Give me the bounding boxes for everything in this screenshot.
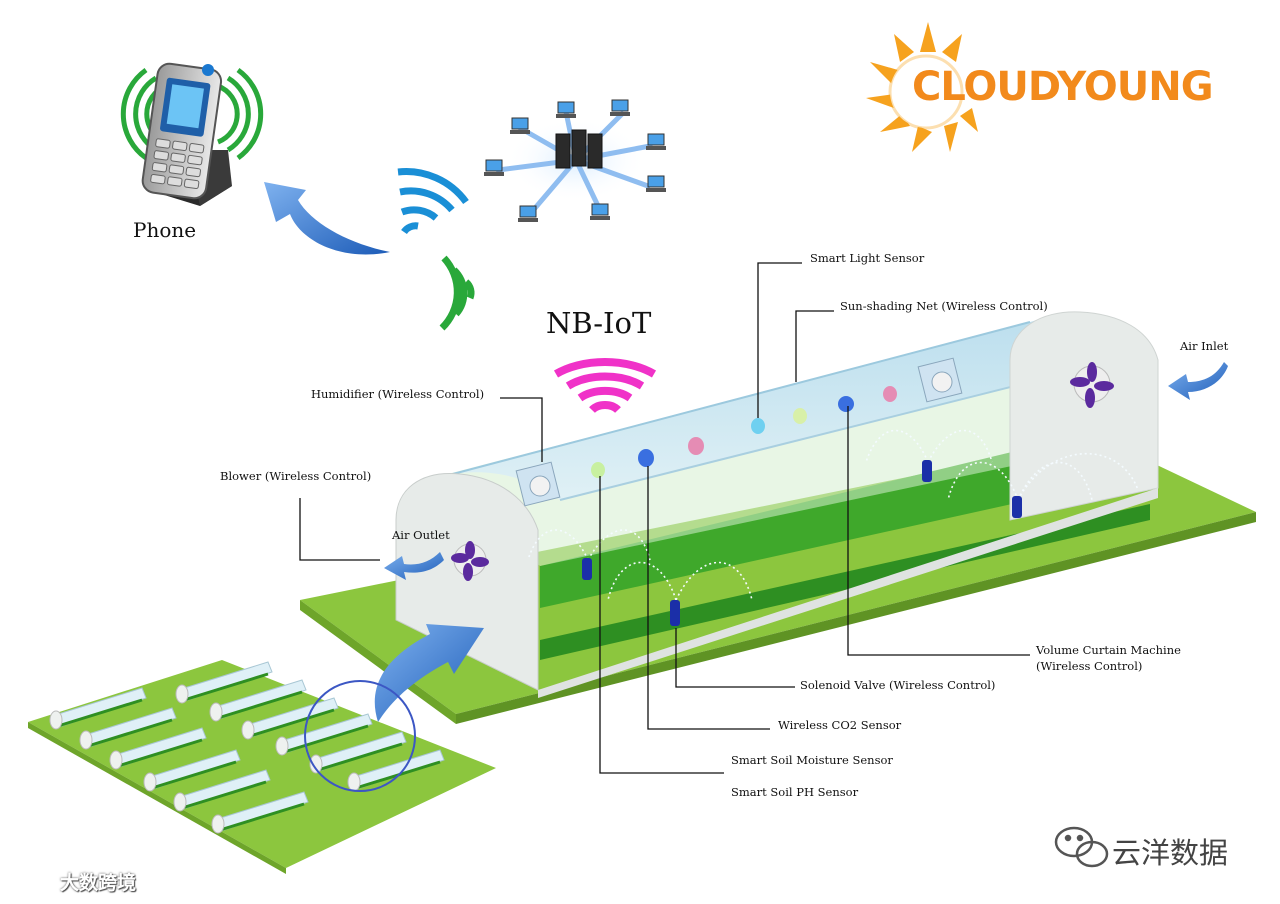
mini-greenhouse-end <box>348 773 360 791</box>
mini-greenhouse-end <box>80 731 92 749</box>
mini-greenhouse-end <box>212 815 224 833</box>
uplink-arrow <box>264 182 390 254</box>
callout-soil-moisture: Smart Soil Moisture Sensor <box>731 753 893 767</box>
watermark-right: 云洋数据 <box>1112 830 1228 872</box>
callout-curtain-machine: Volume Curtain Machine <box>1036 643 1181 657</box>
mini-greenhouse-end <box>210 703 222 721</box>
mini-greenhouse-end <box>110 751 122 769</box>
mini-greenhouse-end <box>50 711 62 729</box>
callout-curtain-machine-sub: (Wireless Control) <box>1036 659 1142 673</box>
mobile-phone-icon <box>123 62 260 206</box>
callout-humidifier: Humidifier (Wireless Control) <box>311 387 484 401</box>
watermark-left: 大数跨境 <box>60 868 136 895</box>
mini-greenhouse-end <box>276 737 288 755</box>
mini-greenhouse-end <box>176 685 188 703</box>
callout-light-sensor: Smart Light Sensor <box>810 251 924 265</box>
server-network-icon <box>484 100 666 222</box>
wechat-icon <box>1056 828 1107 866</box>
callout-blower: Blower (Wireless Control) <box>220 469 371 483</box>
callout-soil-ph: Smart Soil PH Sensor <box>731 785 858 799</box>
mini-greenhouse-end <box>174 793 186 811</box>
callout-air-outlet: Air Outlet <box>392 528 450 542</box>
brand-logo-text: CLOUDYOUNG <box>912 64 1213 110</box>
phone-label: Phone <box>133 218 196 242</box>
callout-solenoid-valve: Solenoid Valve (Wireless Control) <box>800 678 995 692</box>
callout-air-inlet: Air Inlet <box>1180 339 1228 353</box>
network-label: NB-IoT <box>546 306 651 340</box>
mini-greenhouse-end <box>242 721 254 739</box>
callout-co2-sensor: Wireless CO2 Sensor <box>778 718 901 732</box>
mini-greenhouse-end <box>144 773 156 791</box>
watermark-logo-icon <box>14 866 46 884</box>
callout-shading-net: Sun-shading Net (Wireless Control) <box>840 299 1048 313</box>
